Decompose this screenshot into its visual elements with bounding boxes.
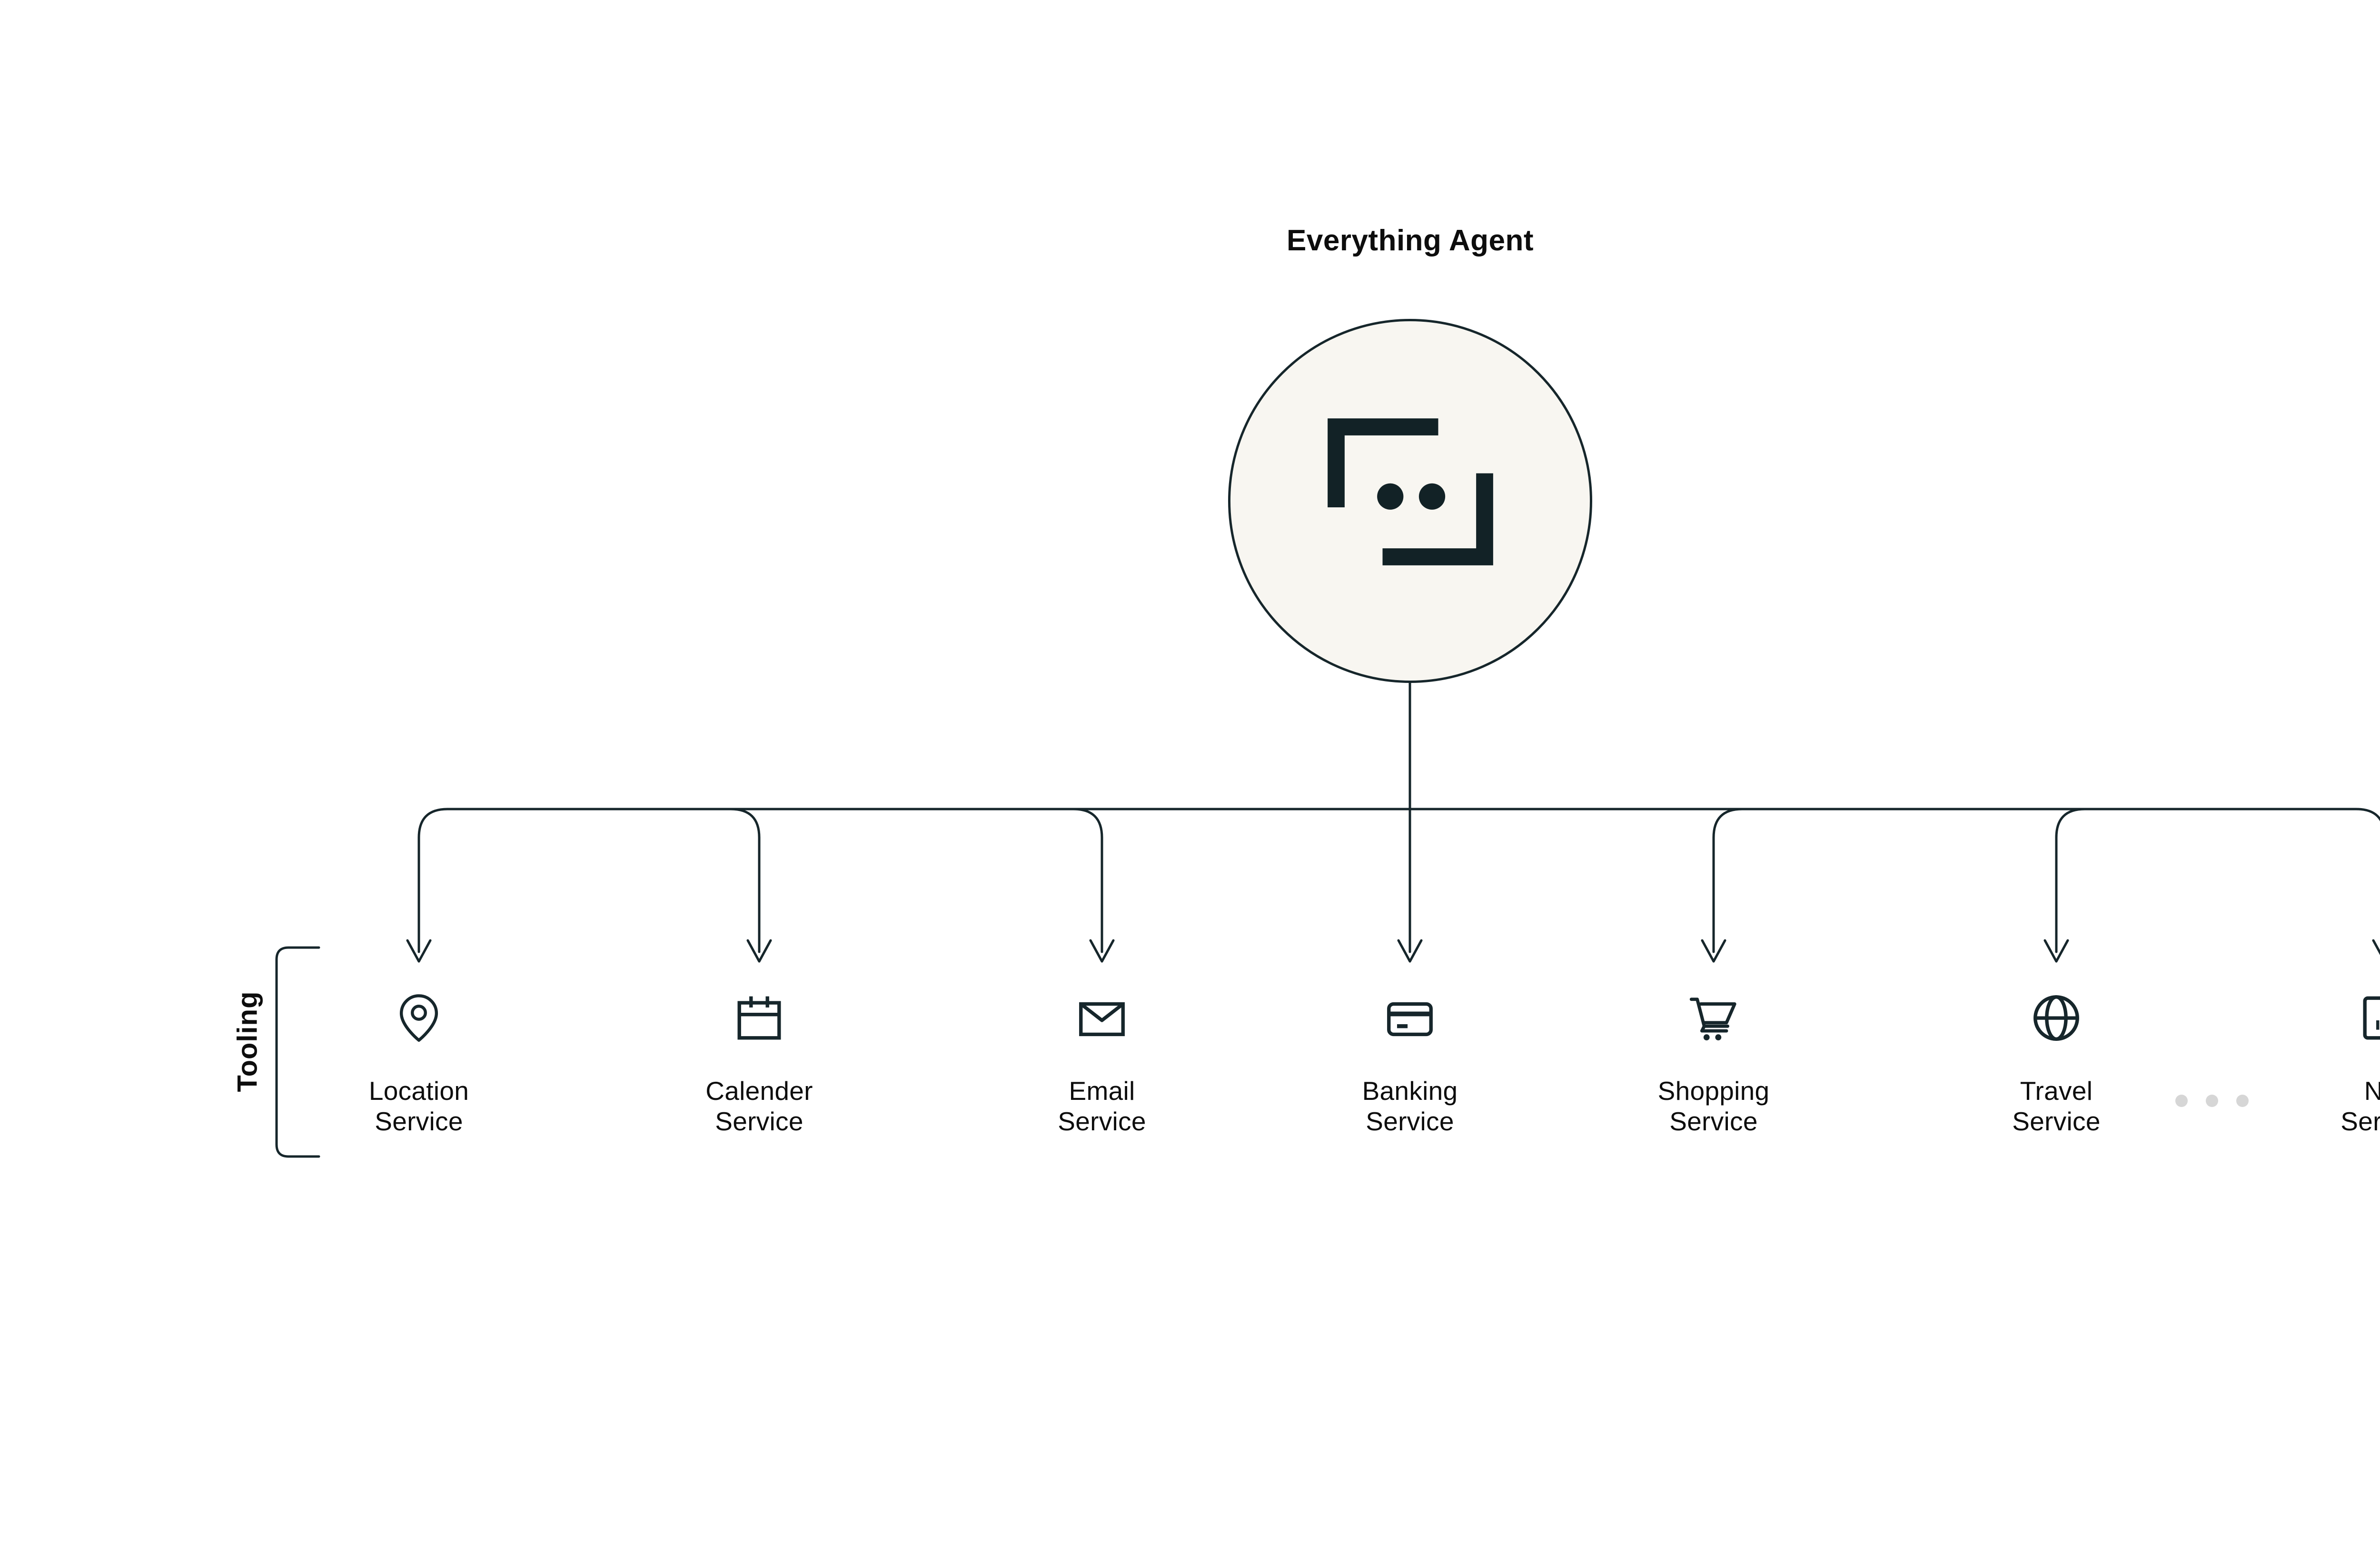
location-pin-icon <box>399 994 438 1042</box>
arrowhead-0 <box>406 939 432 963</box>
envelope-icon <box>1079 1002 1125 1037</box>
bar-chart-icon <box>2363 996 2380 1040</box>
service-label: Calender Service <box>705 1076 813 1136</box>
service-label: Location Service <box>368 1076 469 1136</box>
service-node-calender[interactable]: Calender Service <box>654 990 864 1137</box>
service-label: Email Service <box>1058 1076 1146 1136</box>
tooling-group: Tooling <box>219 933 343 1180</box>
branch-corner-1 <box>729 808 761 839</box>
ellipsis-dot <box>2175 1095 2188 1107</box>
globe-icon <box>2033 995 2079 1041</box>
shopping-cart-icon <box>1689 998 1736 1040</box>
service-node-travel[interactable]: Travel Service <box>1952 990 2161 1137</box>
service-node-nth[interactable]: Nth Service <box>2280 990 2380 1137</box>
service-label: Shopping Service <box>1657 1076 1770 1136</box>
ellipsis-dot <box>2236 1095 2249 1107</box>
distribution-bus <box>417 808 2380 839</box>
tooling-label: Tooling <box>232 991 263 1092</box>
arrowhead-1 <box>746 939 772 963</box>
more-services-ellipsis <box>2175 1095 2249 1107</box>
service-node-shopping[interactable]: Shopping Service <box>1609 990 1818 1137</box>
arrowhead-5 <box>2043 939 2069 963</box>
service-label: Nth Service <box>2340 1076 2380 1136</box>
agent-circle <box>1228 319 1592 683</box>
ellipsis-dot <box>2206 1095 2218 1107</box>
agent-face-logo-icon <box>1327 418 1493 565</box>
arrowhead-2 <box>1089 939 1115 963</box>
branch-corner-2 <box>1072 808 1103 839</box>
branch-corner-5 <box>2055 808 2086 839</box>
service-node-email[interactable]: Email Service <box>997 990 1207 1137</box>
arrowhead-3 <box>1397 939 1423 963</box>
page-title: Everything Agent <box>1287 224 1534 257</box>
calendar-icon <box>737 996 781 1040</box>
credit-card-icon <box>1387 1002 1433 1037</box>
service-label: Travel Service <box>2012 1076 2101 1136</box>
service-node-banking[interactable]: Banking Service <box>1305 990 1515 1137</box>
branch-corner-4 <box>1712 808 1744 839</box>
tooling-bracket-icon <box>275 946 320 1158</box>
agent-node[interactable] <box>1228 319 1592 683</box>
arrowhead-4 <box>1701 939 1726 963</box>
service-label: Banking Service <box>1362 1076 1458 1136</box>
service-node-location[interactable]: Location Service <box>314 990 524 1137</box>
arrowhead-6 <box>2372 939 2380 955</box>
